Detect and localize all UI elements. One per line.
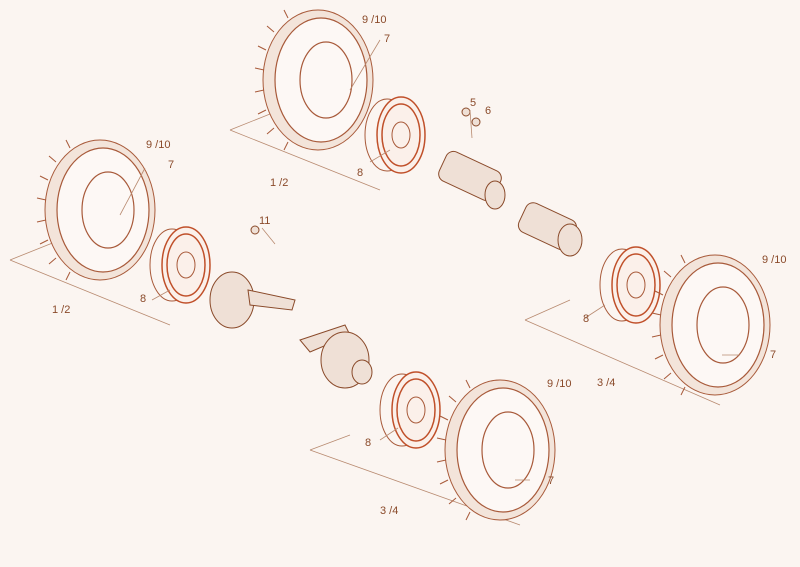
callout-3-4-bottom: 3 /4 xyxy=(380,505,398,517)
tire-left xyxy=(36,139,156,281)
callout-6: 6 xyxy=(485,105,491,117)
tire-right xyxy=(651,254,771,396)
tire-top xyxy=(254,9,374,151)
callout-1-2-left: 1 /2 xyxy=(52,304,70,316)
hub-bottom xyxy=(299,324,373,389)
callout-7-right: 7 xyxy=(770,349,776,361)
rim-bottom xyxy=(379,371,441,449)
callout-8-right: 8 xyxy=(583,313,589,325)
guide-lines xyxy=(9,111,721,526)
callout-9-10-left: 9 /10 xyxy=(146,139,170,151)
callout-9-10-right: 9 /10 xyxy=(762,254,786,266)
callout-11: 11 xyxy=(259,215,270,227)
wheel-assembly-bottom xyxy=(299,324,556,521)
leader-lines xyxy=(119,39,740,481)
callout-8-left: 8 xyxy=(140,293,146,305)
callout-7-top: 7 xyxy=(384,33,390,45)
wheel-assembly-left xyxy=(36,139,296,329)
callout-3-4-right: 3 /4 xyxy=(597,377,615,389)
rim-top xyxy=(364,96,426,174)
callout-1-2-top: 1 /2 xyxy=(270,177,288,189)
callout-8-bottom: 8 xyxy=(365,437,371,449)
rim-left xyxy=(149,226,211,304)
washer-6 xyxy=(471,117,481,127)
wheel-assembly-top xyxy=(254,9,506,210)
callout-9-10-top: 9 /10 xyxy=(362,14,386,26)
callout-9-10-bottom: 9 /10 xyxy=(547,378,571,390)
rim-right xyxy=(599,246,661,324)
wheel-assembly-right xyxy=(517,202,771,396)
hub-top xyxy=(438,107,506,210)
callout-5: 5 xyxy=(470,97,476,109)
callout-labels: 9 /10 7 5 6 8 1 /2 9 /10 7 11 8 1 /2 9 /… xyxy=(52,14,786,517)
callout-7-bottom: 7 xyxy=(548,475,554,487)
nut-5 xyxy=(461,107,471,117)
nut-11 xyxy=(250,225,260,235)
callout-8-top: 8 xyxy=(357,167,363,179)
tire-bottom xyxy=(436,379,556,521)
callout-7-left: 7 xyxy=(168,159,174,171)
hub-right xyxy=(517,202,583,257)
hub-left xyxy=(209,225,296,329)
